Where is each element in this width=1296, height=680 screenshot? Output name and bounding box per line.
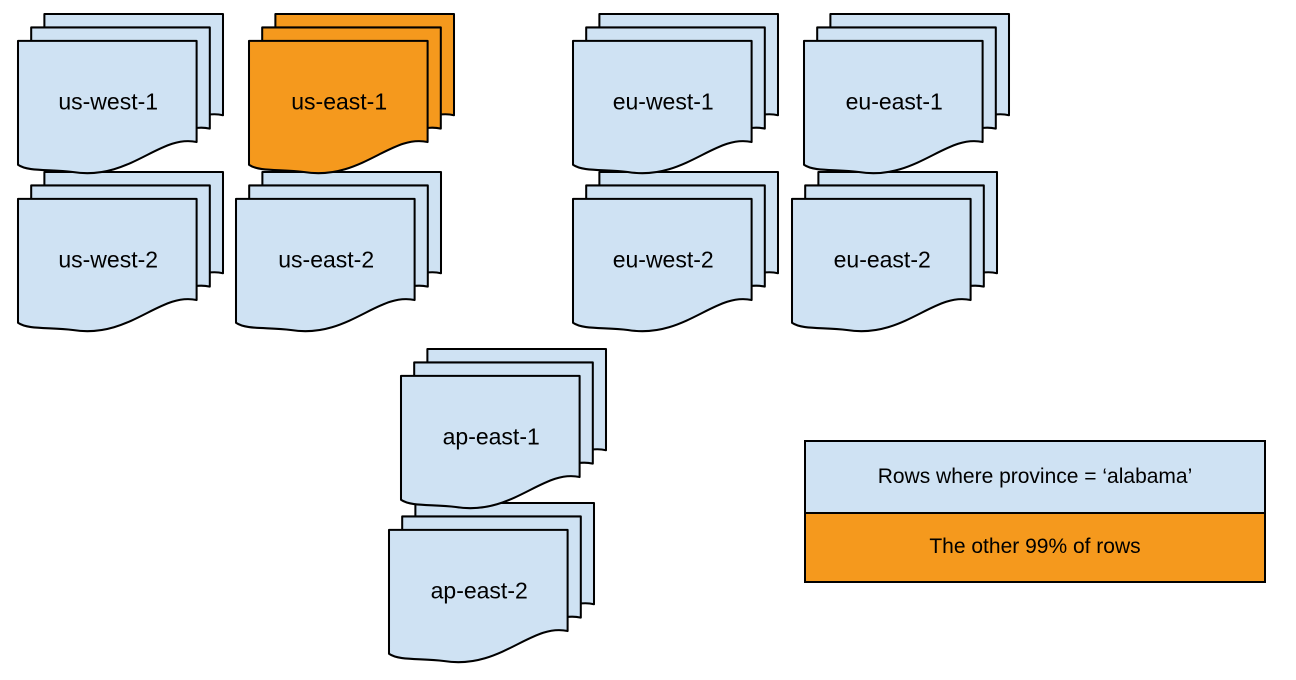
region-stack-ap-east-2: ap-east-2 <box>387 501 596 664</box>
region-label: us-west-2 <box>58 246 159 273</box>
region-label: ap-east-1 <box>442 423 540 450</box>
region-stack-us-west-2: us-west-2 <box>16 170 225 333</box>
region-stack-eu-west-1: eu-west-1 <box>571 12 780 175</box>
document-stack-icon <box>16 170 225 333</box>
document-stack-icon <box>247 12 456 175</box>
document-stack-icon <box>571 170 780 333</box>
region-label: eu-east-1 <box>845 88 943 115</box>
legend-item-other-rows: The other 99% of rows <box>806 511 1264 581</box>
region-stack-eu-east-1: eu-east-1 <box>802 12 1011 175</box>
legend: Rows where province = ‘alabama’ The othe… <box>804 440 1266 583</box>
legend-item-alabama-rows: Rows where province = ‘alabama’ <box>806 442 1264 512</box>
legend-item-label: Rows where province = ‘alabama’ <box>877 464 1193 488</box>
region-stack-us-west-1: us-west-1 <box>16 12 225 175</box>
region-label: eu-east-2 <box>833 246 931 273</box>
region-stack-eu-east-2: eu-east-2 <box>790 170 999 333</box>
region-label: us-east-2 <box>278 246 375 273</box>
region-label: ap-east-2 <box>430 577 528 604</box>
region-label: us-west-1 <box>58 88 159 115</box>
region-stack-us-east-2: us-east-2 <box>234 170 443 333</box>
region-stack-ap-east-1: ap-east-1 <box>399 347 608 510</box>
region-stack-us-east-1: us-east-1 <box>247 12 456 175</box>
document-stack-icon <box>234 170 443 333</box>
document-stack-icon <box>802 12 1011 175</box>
document-stack-icon <box>387 501 596 664</box>
document-stack-icon <box>571 12 780 175</box>
document-stack-icon <box>399 347 608 510</box>
document-stack-icon <box>790 170 999 333</box>
legend-item-label: The other 99% of rows <box>929 535 1141 559</box>
region-label: eu-west-1 <box>612 88 714 115</box>
region-stack-eu-west-2: eu-west-2 <box>571 170 780 333</box>
region-label: us-east-1 <box>291 88 388 115</box>
region-label: eu-west-2 <box>612 246 714 273</box>
document-stack-icon <box>16 12 225 175</box>
